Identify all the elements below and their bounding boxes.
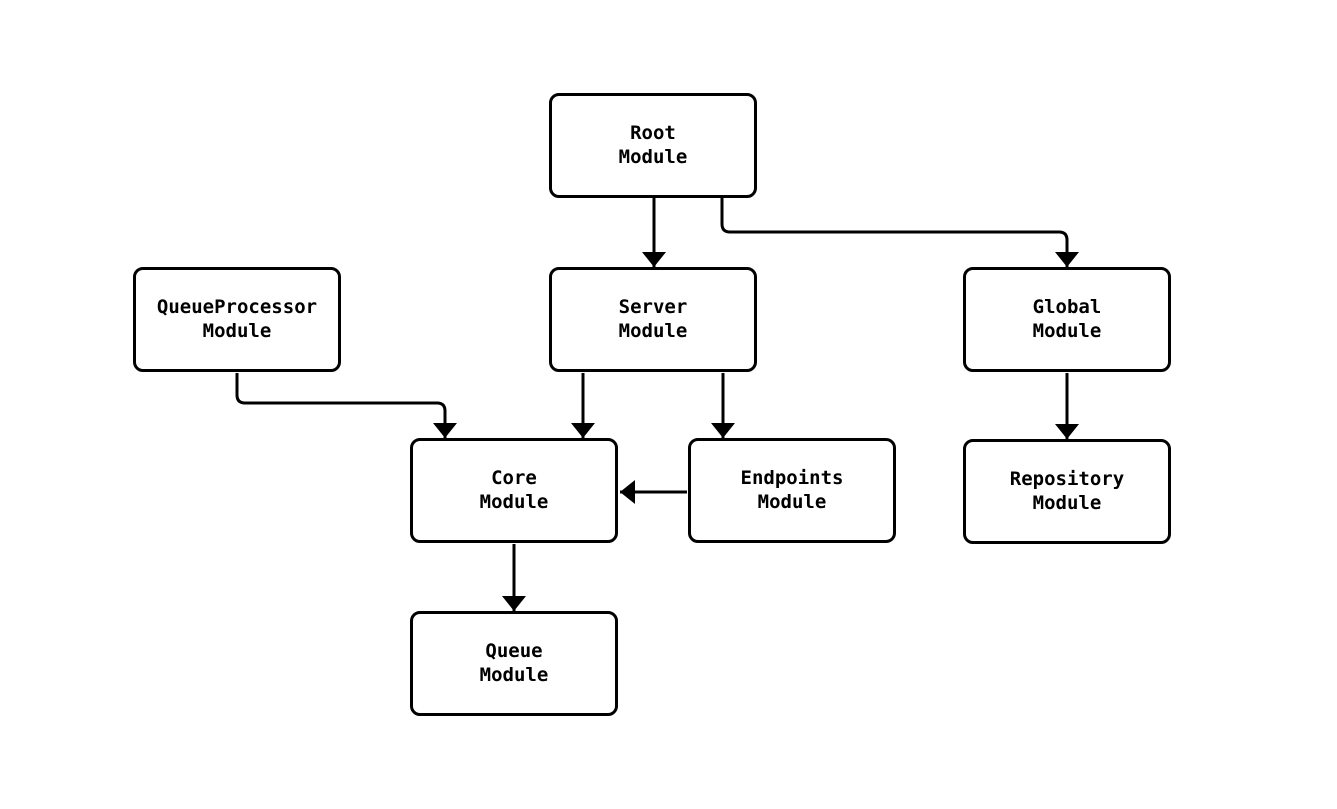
node-repository-module: Repository Module [963,439,1171,544]
node-queueprocessor-module-label: QueueProcessor Module [156,296,318,342]
node-queue-module: Queue Module [410,611,618,716]
node-queueprocessor-module: QueueProcessor Module [133,267,341,372]
node-endpoints-module: Endpoints Module [688,438,896,543]
node-server-module: Server Module [549,267,757,372]
node-core-module-label: Core Module [479,467,549,513]
node-global-module: Global Module [963,267,1171,372]
node-global-module-label: Global Module [1032,296,1102,342]
node-root-module-label: Root Module [618,122,688,168]
node-root-module: Root Module [549,93,757,198]
edge-root-to-global [720,198,1079,267]
node-repository-module-label: Repository Module [1009,468,1125,514]
node-server-module-label: Server Module [618,296,688,342]
node-queue-module-label: Queue Module [479,640,549,686]
node-endpoints-module-label: Endpoints Module [740,467,844,513]
edge-queueprocessor-to-core [235,373,457,438]
node-core-module: Core Module [410,438,618,543]
